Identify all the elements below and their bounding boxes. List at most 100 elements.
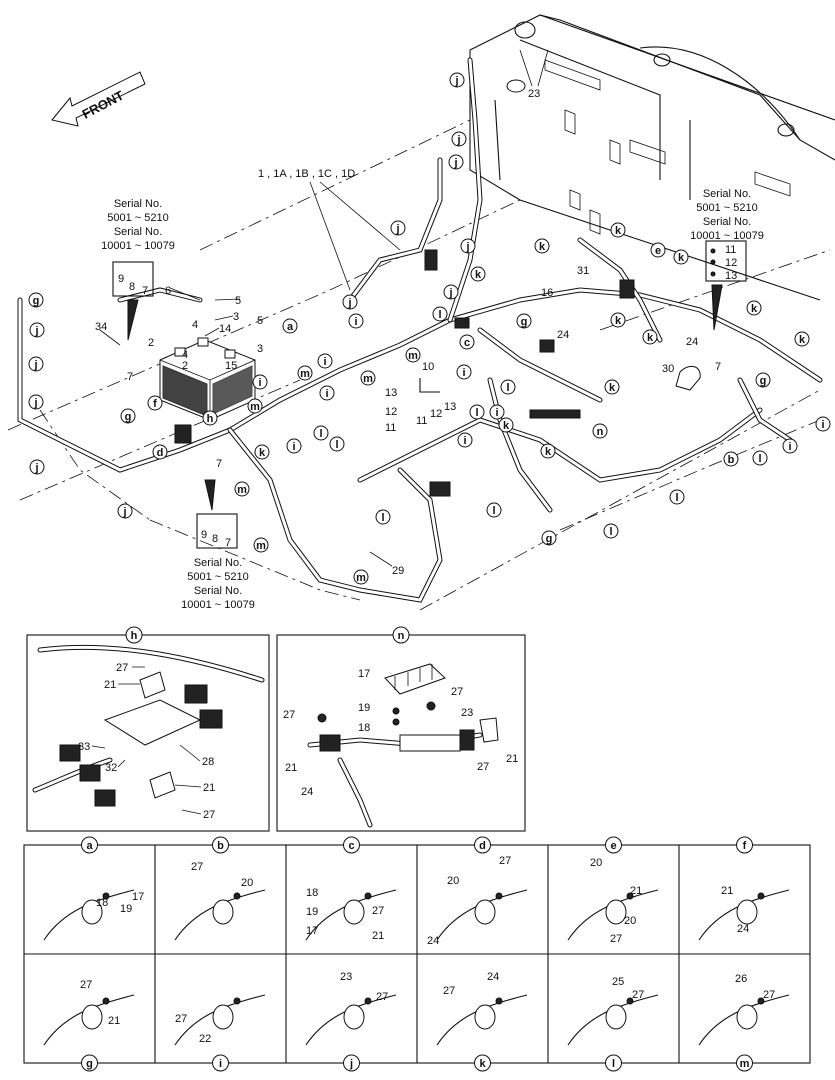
part-number: 16 — [541, 287, 553, 299]
part-number: 6 — [165, 285, 171, 297]
part-number: 27 — [763, 989, 775, 1001]
clamp-sketch — [436, 994, 528, 1046]
callout-letter: h — [207, 413, 214, 425]
part-number: 32 — [105, 762, 117, 774]
part-number: 31 — [577, 265, 589, 277]
clamp-shape — [474, 899, 496, 925]
part-number: 23 — [340, 971, 352, 983]
part-number: 34 — [95, 321, 107, 333]
serial-note-line: Serial No. — [194, 585, 242, 597]
part-number: 23 — [528, 88, 540, 100]
callout-letter: j — [395, 223, 399, 235]
part-number: 20 — [624, 915, 636, 927]
serial-note-line: Serial No. — [114, 226, 162, 238]
part-number: 24 — [737, 923, 749, 935]
detail-letter-circle — [605, 836, 622, 854]
part-number: 27 — [175, 1013, 187, 1025]
clamp-sketch — [305, 994, 397, 1046]
part-number: 24 — [557, 329, 569, 341]
detail-n: n 17 27 27 19 18 23 21 24 27 21 — [276, 626, 526, 832]
engine-housing — [469, 14, 835, 301]
detail-letter-circle — [343, 1054, 360, 1072]
harness-main — [17, 57, 823, 603]
callout-letter: g — [546, 533, 553, 545]
clamp-sketch — [174, 889, 266, 941]
bolt-icon — [102, 997, 110, 1005]
callout-letter: i — [323, 356, 326, 368]
callout-letter: j — [33, 397, 37, 409]
callout-letter: k — [647, 332, 654, 344]
clamp-sketch — [43, 994, 135, 1046]
clamp-sketch — [698, 889, 790, 941]
bolt-icon — [757, 997, 765, 1005]
part-number: 24 — [487, 971, 499, 983]
part-number: 3 — [257, 343, 263, 355]
callout-letter: g — [521, 316, 528, 328]
serial-note-line: Serial No. — [194, 557, 242, 569]
part-number: 30 — [662, 363, 674, 375]
part-number: 17 — [132, 891, 144, 903]
part-number: 20 — [447, 875, 459, 887]
detail-letter-circle — [736, 836, 753, 854]
battery-pair — [159, 337, 256, 421]
serial-note-right: Serial No. 5001 ~ 5210 Serial No. 10001 … — [690, 188, 764, 331]
serial-note-line: 5001 ~ 5210 — [107, 212, 168, 224]
clamp-shape — [212, 1004, 234, 1030]
bolt-icon — [626, 892, 634, 900]
part-number: 19 — [358, 702, 370, 714]
callout-letter: k — [475, 269, 482, 281]
detail-h: h 27 21 33 32 28 21 27 — [26, 626, 270, 832]
callout-letter: e — [655, 245, 661, 257]
callout-letter: g — [760, 375, 767, 387]
part-number: 2 — [148, 337, 154, 349]
part-number: 7 — [127, 371, 133, 383]
callout-letter: c — [464, 337, 470, 349]
serial-note-line: 10001 ~ 10079 — [181, 599, 255, 611]
clamp-shape — [212, 899, 234, 925]
callout-letter: i — [821, 419, 824, 431]
callout-letter: i — [463, 435, 466, 447]
callout-letter: m — [250, 401, 260, 413]
callout-letter: i — [292, 441, 295, 453]
clamp-shape — [736, 899, 758, 925]
callout-letter: i — [495, 407, 498, 419]
part-number: 23 — [461, 707, 473, 719]
part-number: 29 — [392, 565, 404, 577]
part-number: 24 — [686, 336, 698, 348]
callout-letter: j — [453, 157, 457, 169]
callout-letter: m — [408, 350, 418, 362]
detail-letter: k — [479, 1058, 486, 1070]
callout-letter: d — [157, 447, 164, 459]
callout-letter: a — [287, 321, 294, 333]
callout-letter: j — [34, 462, 38, 474]
clamp-sketch — [567, 889, 659, 941]
harness-label: 1 , 1A , 1B , 1C , 1D — [258, 168, 355, 180]
bolt-icon — [757, 892, 765, 900]
bolt-icon — [364, 997, 372, 1005]
part-number: 7 — [715, 361, 721, 373]
part-number: 27 — [372, 905, 384, 917]
detail-letter-circle — [605, 1054, 622, 1072]
callout-letter: k — [503, 420, 510, 432]
detail-letter: c — [348, 840, 354, 852]
part-number: 24 — [427, 935, 439, 947]
part-number: 21 — [108, 1015, 120, 1027]
callout-letter: m — [300, 368, 310, 380]
callout-letter: j — [465, 241, 469, 253]
clamp-shape — [605, 1004, 627, 1030]
part-number: 21 — [372, 930, 384, 942]
part-number: 25 — [612, 976, 624, 988]
part-number: 27 — [610, 933, 622, 945]
serial-note-line: Serial No. — [703, 188, 751, 200]
detail-title: n — [398, 630, 405, 642]
callout-letter: l — [335, 439, 338, 451]
part-number: 27 — [203, 809, 215, 821]
part-number-callouts: 23 6 5 3 14 4 2 4 2 15 34 7 7 7 5 3 10 1… — [95, 49, 721, 577]
